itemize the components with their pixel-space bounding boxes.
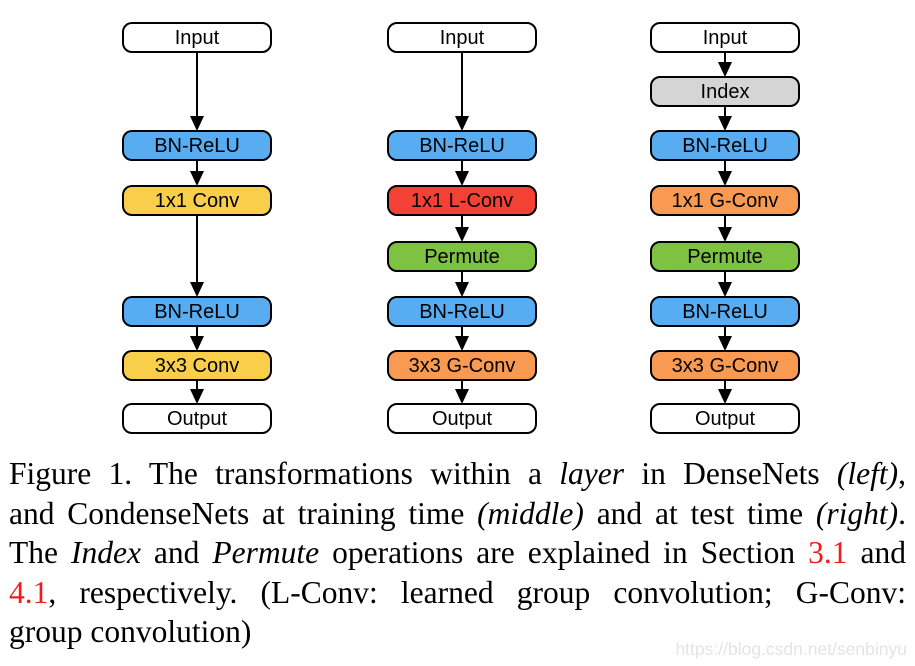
flow-arrow bbox=[723, 326, 727, 345]
caption-text: operations are explained in Section bbox=[319, 535, 809, 570]
caption-text: . bbox=[898, 495, 906, 531]
node-input: Input bbox=[650, 22, 800, 53]
caption-italic: layer bbox=[559, 456, 625, 491]
caption-text: group convolution) bbox=[9, 614, 252, 649]
caption-line-4: 4.1, respectively. (L-Conv: learned grou… bbox=[9, 573, 906, 613]
caption-text: in DenseNets bbox=[624, 456, 837, 491]
caption-italic: (middle) bbox=[477, 495, 584, 531]
flow-arrow bbox=[195, 52, 199, 125]
arrowhead-icon bbox=[190, 171, 204, 186]
node-output: Output bbox=[122, 403, 272, 434]
node-3x3-g-conv: 3x3 G-Conv bbox=[387, 350, 537, 381]
caption-text: , bbox=[898, 456, 906, 491]
arrowhead-icon bbox=[190, 336, 204, 351]
arrowhead-icon bbox=[190, 282, 204, 297]
figure-caption: Figure 1. The transformations within a l… bbox=[0, 454, 915, 652]
arrowhead-icon bbox=[455, 171, 469, 186]
node-bn-relu: BN-ReLU bbox=[650, 296, 800, 327]
caption-text: and bbox=[140, 535, 213, 570]
arrowhead-icon bbox=[455, 282, 469, 297]
caption-line-2: and CondenseNets at training time (middl… bbox=[9, 494, 906, 534]
node-index: Index bbox=[650, 76, 800, 107]
caption-text: and bbox=[847, 535, 907, 570]
node-bn-relu: BN-ReLU bbox=[122, 296, 272, 327]
arrowhead-icon bbox=[455, 336, 469, 351]
node-bn-relu: BN-ReLU bbox=[122, 130, 272, 161]
flow-arrow bbox=[195, 215, 199, 291]
flow-arrow bbox=[460, 215, 464, 236]
flow-arrow bbox=[723, 52, 727, 71]
arrowhead-icon bbox=[455, 116, 469, 131]
caption-line-1: Figure 1. The transformations within a l… bbox=[9, 454, 906, 494]
caption-line-3: The Index and Permute operations are exp… bbox=[9, 533, 906, 573]
arrowhead-icon bbox=[718, 116, 732, 131]
arrowhead-icon bbox=[190, 389, 204, 404]
arrowhead-icon bbox=[718, 171, 732, 186]
arrowhead-icon bbox=[455, 389, 469, 404]
node-bn-relu: BN-ReLU bbox=[387, 296, 537, 327]
flow-arrow bbox=[195, 160, 199, 180]
watermark-url: https://blog.csdn.net/senbinyu bbox=[675, 639, 907, 659]
caption-line-5: group convolution) bbox=[9, 612, 906, 652]
node-3x3-conv: 3x3 Conv bbox=[122, 350, 272, 381]
node-1x1-g-conv: 1x1 G-Conv bbox=[650, 185, 800, 216]
node-input: Input bbox=[387, 22, 537, 53]
flow-arrow bbox=[460, 160, 464, 180]
arrowhead-icon bbox=[718, 282, 732, 297]
arrowhead-icon bbox=[190, 116, 204, 131]
node-permute: Permute bbox=[387, 241, 537, 272]
flow-arrow bbox=[195, 326, 199, 345]
caption-italic: (left) bbox=[836, 456, 899, 491]
flow-arrow bbox=[460, 271, 464, 291]
node-1x1-conv: 1x1 Conv bbox=[122, 185, 272, 216]
node-output: Output bbox=[387, 403, 537, 434]
caption-text: The bbox=[9, 535, 71, 570]
node-bn-relu: BN-ReLU bbox=[650, 130, 800, 161]
arrowhead-icon bbox=[718, 227, 732, 242]
section-ref-4-1[interactable]: 4.1 bbox=[9, 574, 49, 610]
node-output: Output bbox=[650, 403, 800, 434]
node-input: Input bbox=[122, 22, 272, 53]
flow-arrow bbox=[723, 215, 727, 236]
node-1x1-l-conv: 1x1 L-Conv bbox=[387, 185, 537, 216]
flow-arrow bbox=[723, 160, 727, 180]
node-3x3-g-conv: 3x3 G-Conv bbox=[650, 350, 800, 381]
arrowhead-icon bbox=[718, 336, 732, 351]
caption-italic: Permute bbox=[212, 535, 320, 570]
flow-arrow bbox=[723, 271, 727, 291]
caption-italic: (right) bbox=[815, 495, 899, 531]
node-bn-relu: BN-ReLU bbox=[387, 130, 537, 161]
caption-text: , respectively. (L-Conv: learned group c… bbox=[48, 574, 906, 610]
caption-text: Figure 1. The transformations within a bbox=[9, 456, 560, 491]
caption-text: and at test time bbox=[583, 495, 816, 531]
caption-italic: Index bbox=[70, 535, 141, 570]
arrowhead-icon bbox=[718, 389, 732, 404]
arrowhead-icon bbox=[455, 227, 469, 242]
flow-arrow bbox=[723, 106, 727, 125]
caption-text: and CondenseNets at training time bbox=[9, 495, 478, 531]
node-permute: Permute bbox=[650, 241, 800, 272]
flow-arrow bbox=[460, 326, 464, 345]
arrowhead-icon bbox=[718, 62, 732, 77]
flow-arrow bbox=[460, 52, 464, 125]
section-ref-3-1[interactable]: 3.1 bbox=[808, 535, 848, 570]
